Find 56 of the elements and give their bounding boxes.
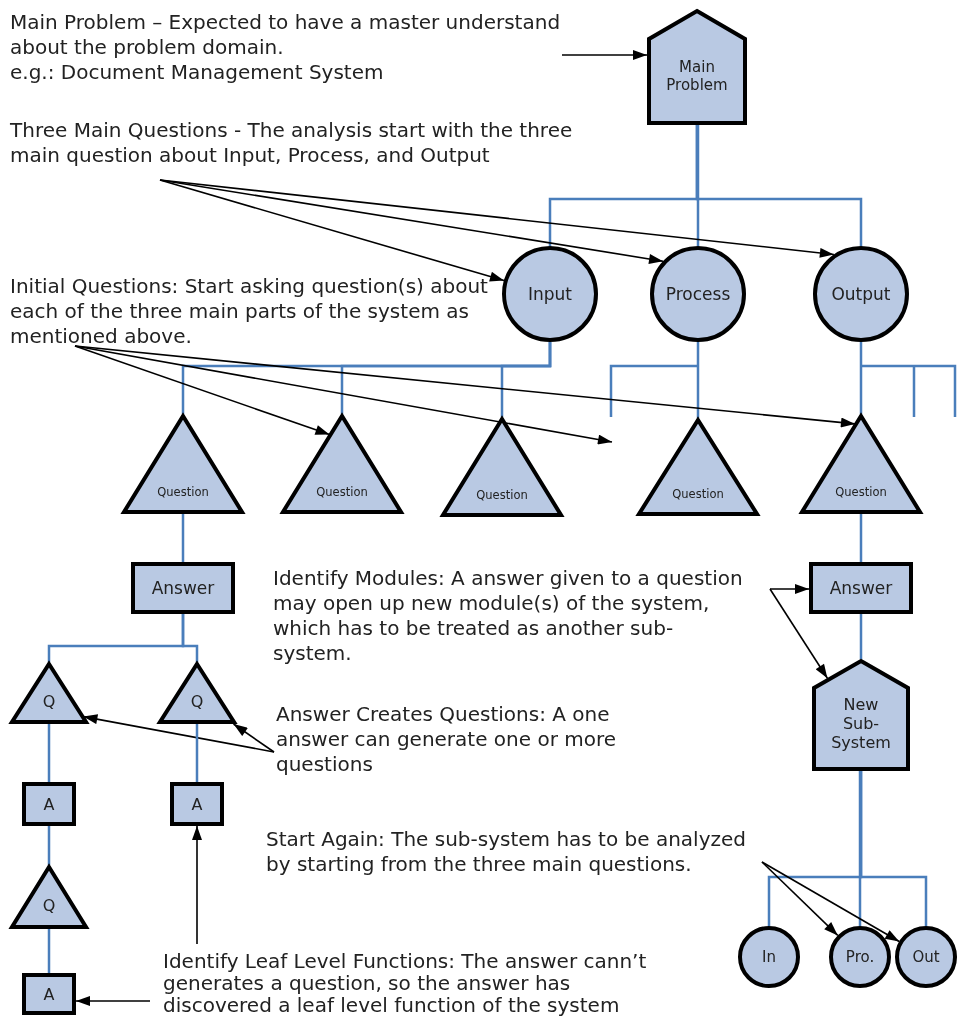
arrow — [769, 588, 829, 679]
node-label: Process — [664, 284, 732, 304]
annotation-text: e.g.: Document Management System — [10, 60, 385, 85]
node-label: Question — [475, 487, 529, 502]
connector-line — [47, 826, 51, 865]
connector-line — [858, 771, 862, 926]
arrow — [159, 179, 835, 258]
node-label: Main Problem — [665, 58, 729, 95]
node-label: Q — [189, 692, 205, 712]
arrow — [75, 996, 151, 1006]
node-label: In — [761, 948, 777, 966]
node-label: Question — [834, 484, 888, 499]
arrow — [761, 861, 900, 943]
annotation-text: Start Again: The sub-system has to be analyzed by starting from the three main questions. — [266, 827, 747, 877]
node-label: New Sub-System — [830, 695, 892, 753]
arrow — [561, 50, 648, 60]
annotation-text: Three Main Questions - The analysis start with the three main question about Input, Process, and Output — [10, 118, 574, 168]
annotation-text: Initial Questions: Start asking question(s) about each of the three main parts of the system as mentioned above. — [10, 274, 489, 349]
arrow — [159, 179, 505, 282]
node-label: Question — [156, 484, 210, 499]
connector-line — [47, 724, 51, 782]
node-label: Q — [41, 692, 57, 712]
arrow — [232, 723, 275, 753]
node-label: Q — [41, 896, 57, 916]
node-label: Question — [315, 484, 369, 499]
connector-line — [181, 614, 199, 662]
node-label: Input — [527, 284, 573, 304]
connector-line — [695, 125, 863, 246]
connector-line — [859, 771, 928, 926]
node-label: A — [42, 984, 56, 1004]
connector-line — [696, 342, 700, 418]
node-label: Question — [671, 486, 725, 502]
node-label: Answer — [828, 578, 894, 598]
arrow — [769, 584, 810, 594]
arrow — [74, 345, 331, 436]
arrow — [761, 861, 839, 937]
node-label: A — [190, 794, 204, 814]
connector-line — [195, 724, 199, 782]
annotation-text: Main Problem – Expected to have a master understand about the problem domain. — [10, 10, 562, 60]
annotation-text: Identify Leaf Level Functions: The answer cann’t generates a question, so the answer has discovered a leaf level function of the system — [163, 950, 648, 1016]
connector-line — [47, 929, 51, 973]
connector-line — [859, 342, 863, 414]
node-label: A — [42, 794, 56, 814]
connector-line — [500, 342, 552, 417]
node-label: Output — [830, 284, 892, 304]
arrow — [192, 825, 202, 945]
connector-line — [859, 514, 863, 562]
connector-line — [181, 514, 185, 562]
annotation-text: Answer Creates Questions: A one answer can generate one or more questions — [276, 702, 618, 777]
node-label: Answer — [150, 578, 216, 598]
connector-line — [859, 614, 863, 659]
node-label: Pro. — [844, 948, 876, 966]
annotation-text: Identify Modules: A answer given to a question may open up new module(s) of the system, which has to be treated as another sub-system. — [273, 566, 743, 666]
node-label: Out — [911, 948, 941, 966]
arrow — [74, 345, 856, 428]
connector-line — [696, 125, 700, 246]
